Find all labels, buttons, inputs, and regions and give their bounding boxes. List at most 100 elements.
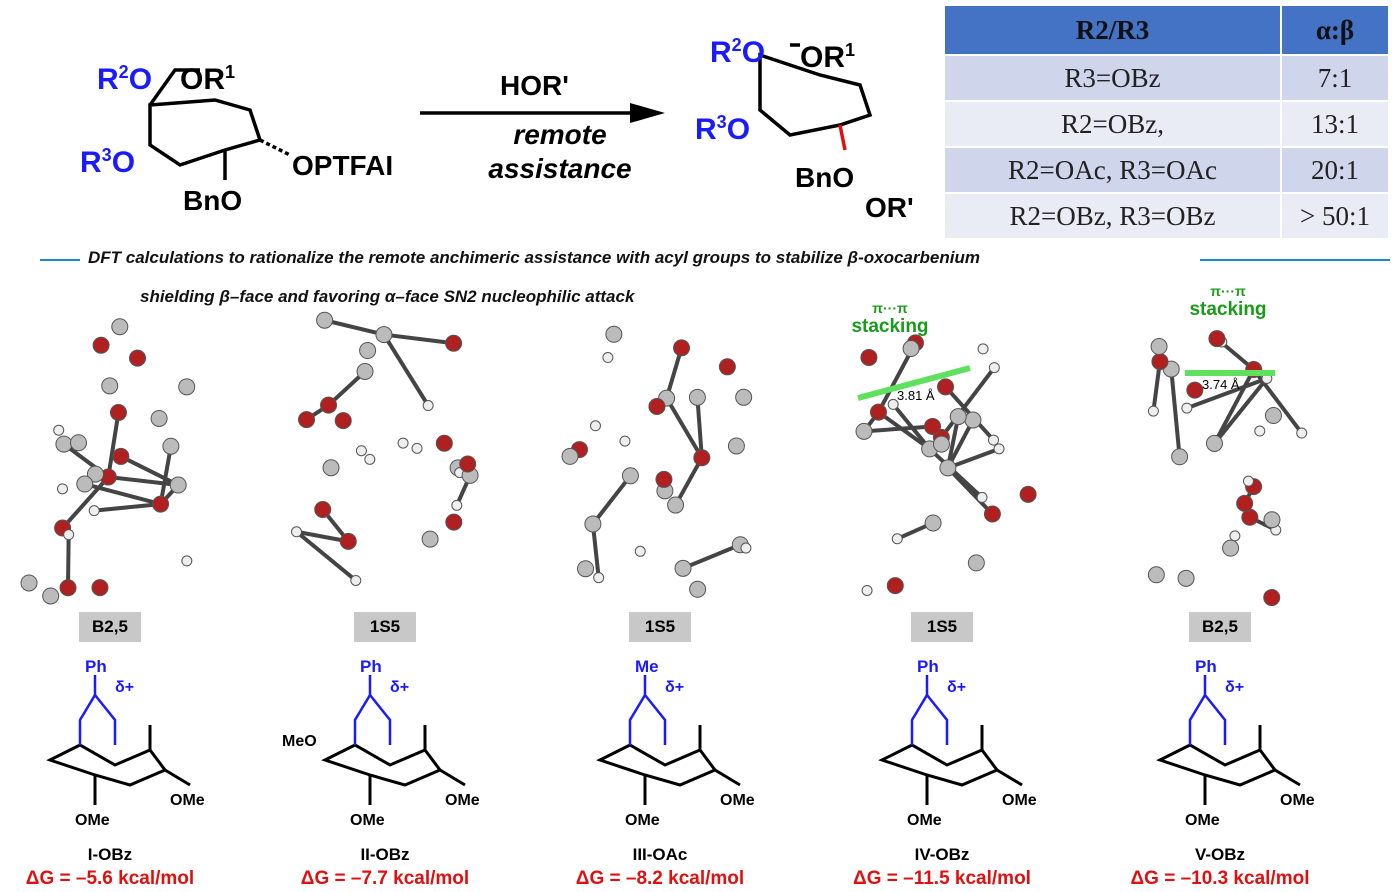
atom: [435, 434, 453, 452]
atom: [589, 420, 601, 432]
atom: [111, 318, 129, 336]
atom: [91, 579, 109, 597]
atom: [648, 397, 666, 415]
product-r3o: R3O: [695, 112, 751, 146]
atom: [593, 572, 605, 584]
atom: [887, 398, 899, 410]
oxocarbenium-structure: Ph δ+ OMe OMe: [1156, 657, 1315, 829]
free-energy: ΔG = –10.3 kcal/mol: [1130, 868, 1310, 889]
reaction-scheme: [148, 43, 873, 180]
atom: [993, 443, 1005, 455]
meo-label: MeO: [282, 733, 317, 750]
bond: [682, 542, 742, 571]
atom: [860, 348, 878, 366]
atom: [869, 403, 887, 421]
section-banner: DFT calculations to rationalize the remo…: [40, 248, 1390, 270]
acyl-substituent: Me: [635, 657, 659, 676]
conformation-label: 1S5: [629, 612, 691, 642]
bond: [61, 475, 110, 530]
bond: [664, 347, 684, 399]
bond: [296, 529, 349, 544]
atom: [1242, 475, 1254, 487]
atom: [667, 496, 685, 514]
atom: [55, 435, 73, 453]
acyl-substituent: Ph: [1195, 657, 1217, 676]
atom: [53, 424, 65, 436]
atom: [422, 400, 434, 412]
atom: [20, 574, 38, 592]
delta-plus: δ+: [947, 679, 966, 696]
atom: [1296, 427, 1308, 439]
conformation-label: 1S5: [911, 612, 973, 642]
ome-label: OMe: [625, 812, 660, 829]
atom: [150, 409, 168, 427]
structure-name: II-OBz: [360, 845, 410, 864]
atom: [356, 362, 374, 380]
atom: [718, 358, 736, 376]
atom: [101, 377, 119, 395]
ome-label: OMe: [720, 792, 755, 809]
bond: [108, 475, 179, 488]
atom: [1186, 381, 1204, 399]
atom: [178, 378, 196, 396]
dft-models: [20, 311, 1308, 607]
atom: [1263, 511, 1281, 529]
delta-plus: δ+: [390, 679, 409, 696]
delta-plus: δ+: [1225, 679, 1244, 696]
atom: [1264, 407, 1282, 425]
atom: [169, 476, 187, 494]
structure-name: I-OBz: [87, 845, 133, 864]
atom: [355, 445, 367, 457]
conformation-label: B2,5: [1189, 612, 1251, 642]
atom: [932, 435, 950, 453]
ome-label: OMe: [1002, 792, 1037, 809]
atom: [886, 577, 904, 595]
bond: [946, 419, 975, 469]
atom: [1205, 434, 1223, 452]
atom: [322, 459, 340, 477]
atom: [411, 442, 423, 454]
ome-label: OMe: [1280, 792, 1315, 809]
atom: [1229, 530, 1241, 542]
bond: [158, 445, 173, 505]
atom: [924, 417, 942, 435]
product-or-prime: OR': [865, 192, 914, 223]
atom: [1263, 589, 1281, 607]
atom: [693, 449, 711, 467]
atom: [1147, 405, 1159, 417]
bond: [939, 366, 996, 439]
atom: [291, 526, 303, 538]
atom: [1236, 494, 1254, 512]
atom: [92, 336, 110, 354]
atom: [855, 422, 873, 440]
bond: [928, 447, 984, 499]
bond: [1252, 368, 1304, 435]
ome-label: OMe: [445, 792, 480, 809]
atom: [451, 499, 463, 511]
atom: [988, 362, 1000, 374]
atom: [924, 514, 942, 532]
atom: [727, 437, 745, 455]
atom: [964, 411, 982, 429]
product-bno: BnO: [795, 162, 855, 193]
bond: [324, 318, 385, 337]
atom: [891, 533, 903, 545]
product-r2o: R2O: [710, 35, 766, 69]
ome-label: OMe: [75, 812, 110, 829]
bond: [1169, 368, 1182, 457]
structure-name: IV-OBz: [914, 845, 970, 864]
header-ratio: α:β: [1282, 6, 1388, 54]
atom: [977, 343, 989, 355]
atom: [688, 388, 706, 406]
product-or1: OR1: [800, 40, 856, 74]
reactant-r3o: R3O: [80, 145, 136, 179]
atom: [735, 388, 753, 406]
atom: [56, 483, 68, 495]
atom: [364, 453, 376, 465]
acyl-substituent: Ph: [917, 657, 939, 676]
atom: [314, 501, 332, 519]
